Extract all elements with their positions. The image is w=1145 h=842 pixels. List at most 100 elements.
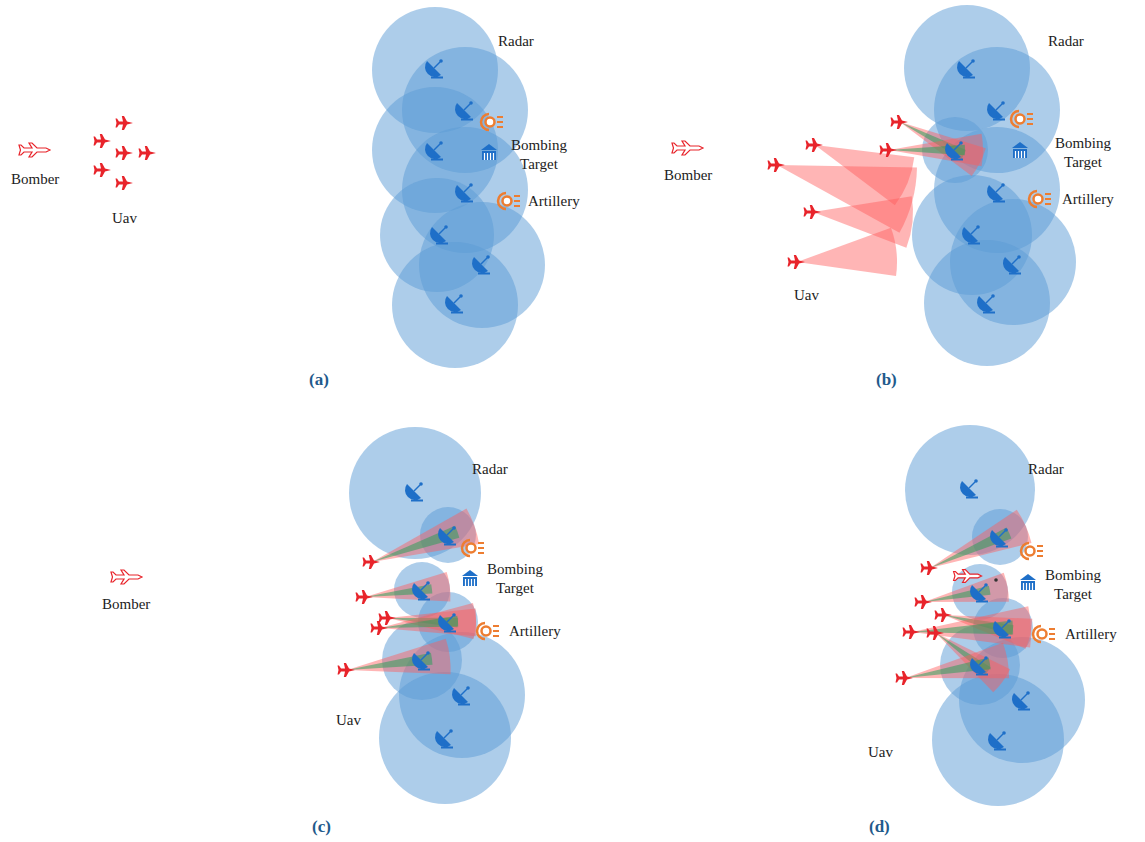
artillery-icon bbox=[1033, 626, 1055, 642]
radar-icon bbox=[962, 225, 980, 243]
icon-label: Radar bbox=[472, 460, 508, 479]
radar-icon bbox=[957, 59, 975, 77]
jamming-sector bbox=[347, 653, 432, 670]
uav-icon bbox=[356, 590, 374, 604]
uav-icon bbox=[896, 671, 914, 685]
radar-icon bbox=[988, 731, 1006, 749]
jamming-sector bbox=[912, 606, 1031, 647]
icon-label: Uav bbox=[794, 286, 819, 305]
icon-label: Bombing Target bbox=[1037, 566, 1109, 604]
bombing-target-icon bbox=[462, 570, 478, 586]
uav-icon bbox=[935, 608, 953, 622]
icon-label: Radar bbox=[498, 32, 534, 51]
radar-icon bbox=[455, 183, 473, 201]
uav-icon bbox=[768, 158, 786, 172]
panel-letter: (a) bbox=[309, 370, 329, 389]
icon-label: Bomber bbox=[11, 170, 59, 189]
artillery-icon bbox=[1011, 111, 1033, 127]
radar-icon bbox=[1003, 255, 1021, 273]
radar-icon bbox=[412, 651, 430, 669]
radar-icon bbox=[977, 294, 995, 312]
bomber-icon bbox=[111, 570, 142, 584]
bomber-icon bbox=[954, 570, 982, 583]
icon-label: Uav bbox=[112, 209, 137, 228]
jamming-group bbox=[905, 510, 1032, 693]
panel-letter: (d) bbox=[869, 817, 890, 836]
radar-coverage bbox=[904, 5, 1076, 366]
icon-label: Uav bbox=[868, 743, 893, 762]
jamming-sector bbox=[905, 657, 991, 678]
jamming-sector bbox=[365, 572, 450, 601]
radar-circle bbox=[392, 242, 518, 368]
radar-circle bbox=[932, 674, 1064, 806]
jamming-sector bbox=[889, 134, 983, 167]
radar-icon bbox=[960, 479, 978, 497]
radar-coverage bbox=[905, 425, 1085, 806]
uav-icon bbox=[927, 626, 945, 640]
radar-icon bbox=[455, 101, 473, 119]
uav-icon bbox=[379, 611, 397, 625]
bombing-target-icon bbox=[481, 144, 497, 160]
jamming-sector bbox=[930, 510, 1032, 568]
uav-icon bbox=[116, 176, 134, 190]
jamming-sector bbox=[924, 586, 991, 602]
artillery-icon bbox=[481, 114, 503, 130]
icon-label: Artillery bbox=[528, 192, 580, 211]
icon-label: Bomber bbox=[102, 595, 150, 614]
icon-label: Bombing Target bbox=[1047, 134, 1119, 172]
radar-icon bbox=[438, 613, 456, 631]
uav-icon bbox=[921, 561, 939, 575]
jamming-sector bbox=[347, 639, 451, 675]
radar-icon bbox=[425, 141, 443, 159]
uav-icon bbox=[363, 555, 381, 569]
icon-label: Bombing Target bbox=[503, 136, 575, 174]
uav-icon bbox=[915, 595, 933, 609]
radar-icon bbox=[987, 101, 1005, 119]
uav-icon bbox=[891, 115, 909, 129]
radar-icon bbox=[990, 528, 1008, 546]
bomber-icon bbox=[19, 143, 50, 157]
uav-icon bbox=[94, 163, 112, 177]
jamming-sector bbox=[797, 228, 897, 276]
icon-label: Uav bbox=[336, 711, 361, 730]
artillery-icon bbox=[462, 540, 484, 556]
radar-icon bbox=[970, 583, 988, 601]
jamming-sector bbox=[372, 526, 459, 562]
bomber-icon bbox=[672, 141, 703, 155]
bombing-target-icon bbox=[1020, 574, 1036, 590]
icon-label: Bomber bbox=[664, 166, 712, 185]
uav-icon bbox=[116, 146, 134, 160]
radar-coverage bbox=[349, 427, 525, 804]
icon-label: Radar bbox=[1048, 32, 1084, 51]
icon-label: Artillery bbox=[509, 622, 561, 641]
radar-icon bbox=[425, 59, 443, 77]
icon-label: Artillery bbox=[1062, 190, 1114, 209]
jamming-group bbox=[347, 508, 479, 674]
radar-icon bbox=[412, 581, 430, 599]
radar-icon bbox=[405, 482, 423, 500]
radar-icon bbox=[993, 619, 1011, 637]
radar-icon bbox=[438, 526, 456, 544]
icon-label: Bombing Target bbox=[479, 560, 551, 598]
uav-icon bbox=[116, 116, 134, 130]
uav-icon bbox=[903, 625, 921, 639]
radar-icon bbox=[472, 255, 490, 273]
uav-icon bbox=[806, 138, 824, 152]
radar-icon bbox=[1012, 691, 1030, 709]
jamming-sector bbox=[372, 508, 479, 562]
artillery-icon bbox=[1021, 543, 1043, 559]
jamming-sector bbox=[380, 603, 476, 636]
jamming-sector bbox=[930, 528, 1011, 568]
radar-icon bbox=[435, 729, 453, 747]
uav-icon bbox=[338, 663, 356, 677]
uav-icon bbox=[804, 205, 822, 219]
bombing-target-icon bbox=[1012, 142, 1028, 158]
radar-icon bbox=[430, 225, 448, 243]
radar-icon bbox=[452, 686, 470, 704]
artillery-icon bbox=[498, 193, 520, 209]
radar-icon bbox=[987, 183, 1005, 201]
radar-coverage bbox=[372, 7, 545, 368]
bomb bbox=[994, 578, 998, 582]
